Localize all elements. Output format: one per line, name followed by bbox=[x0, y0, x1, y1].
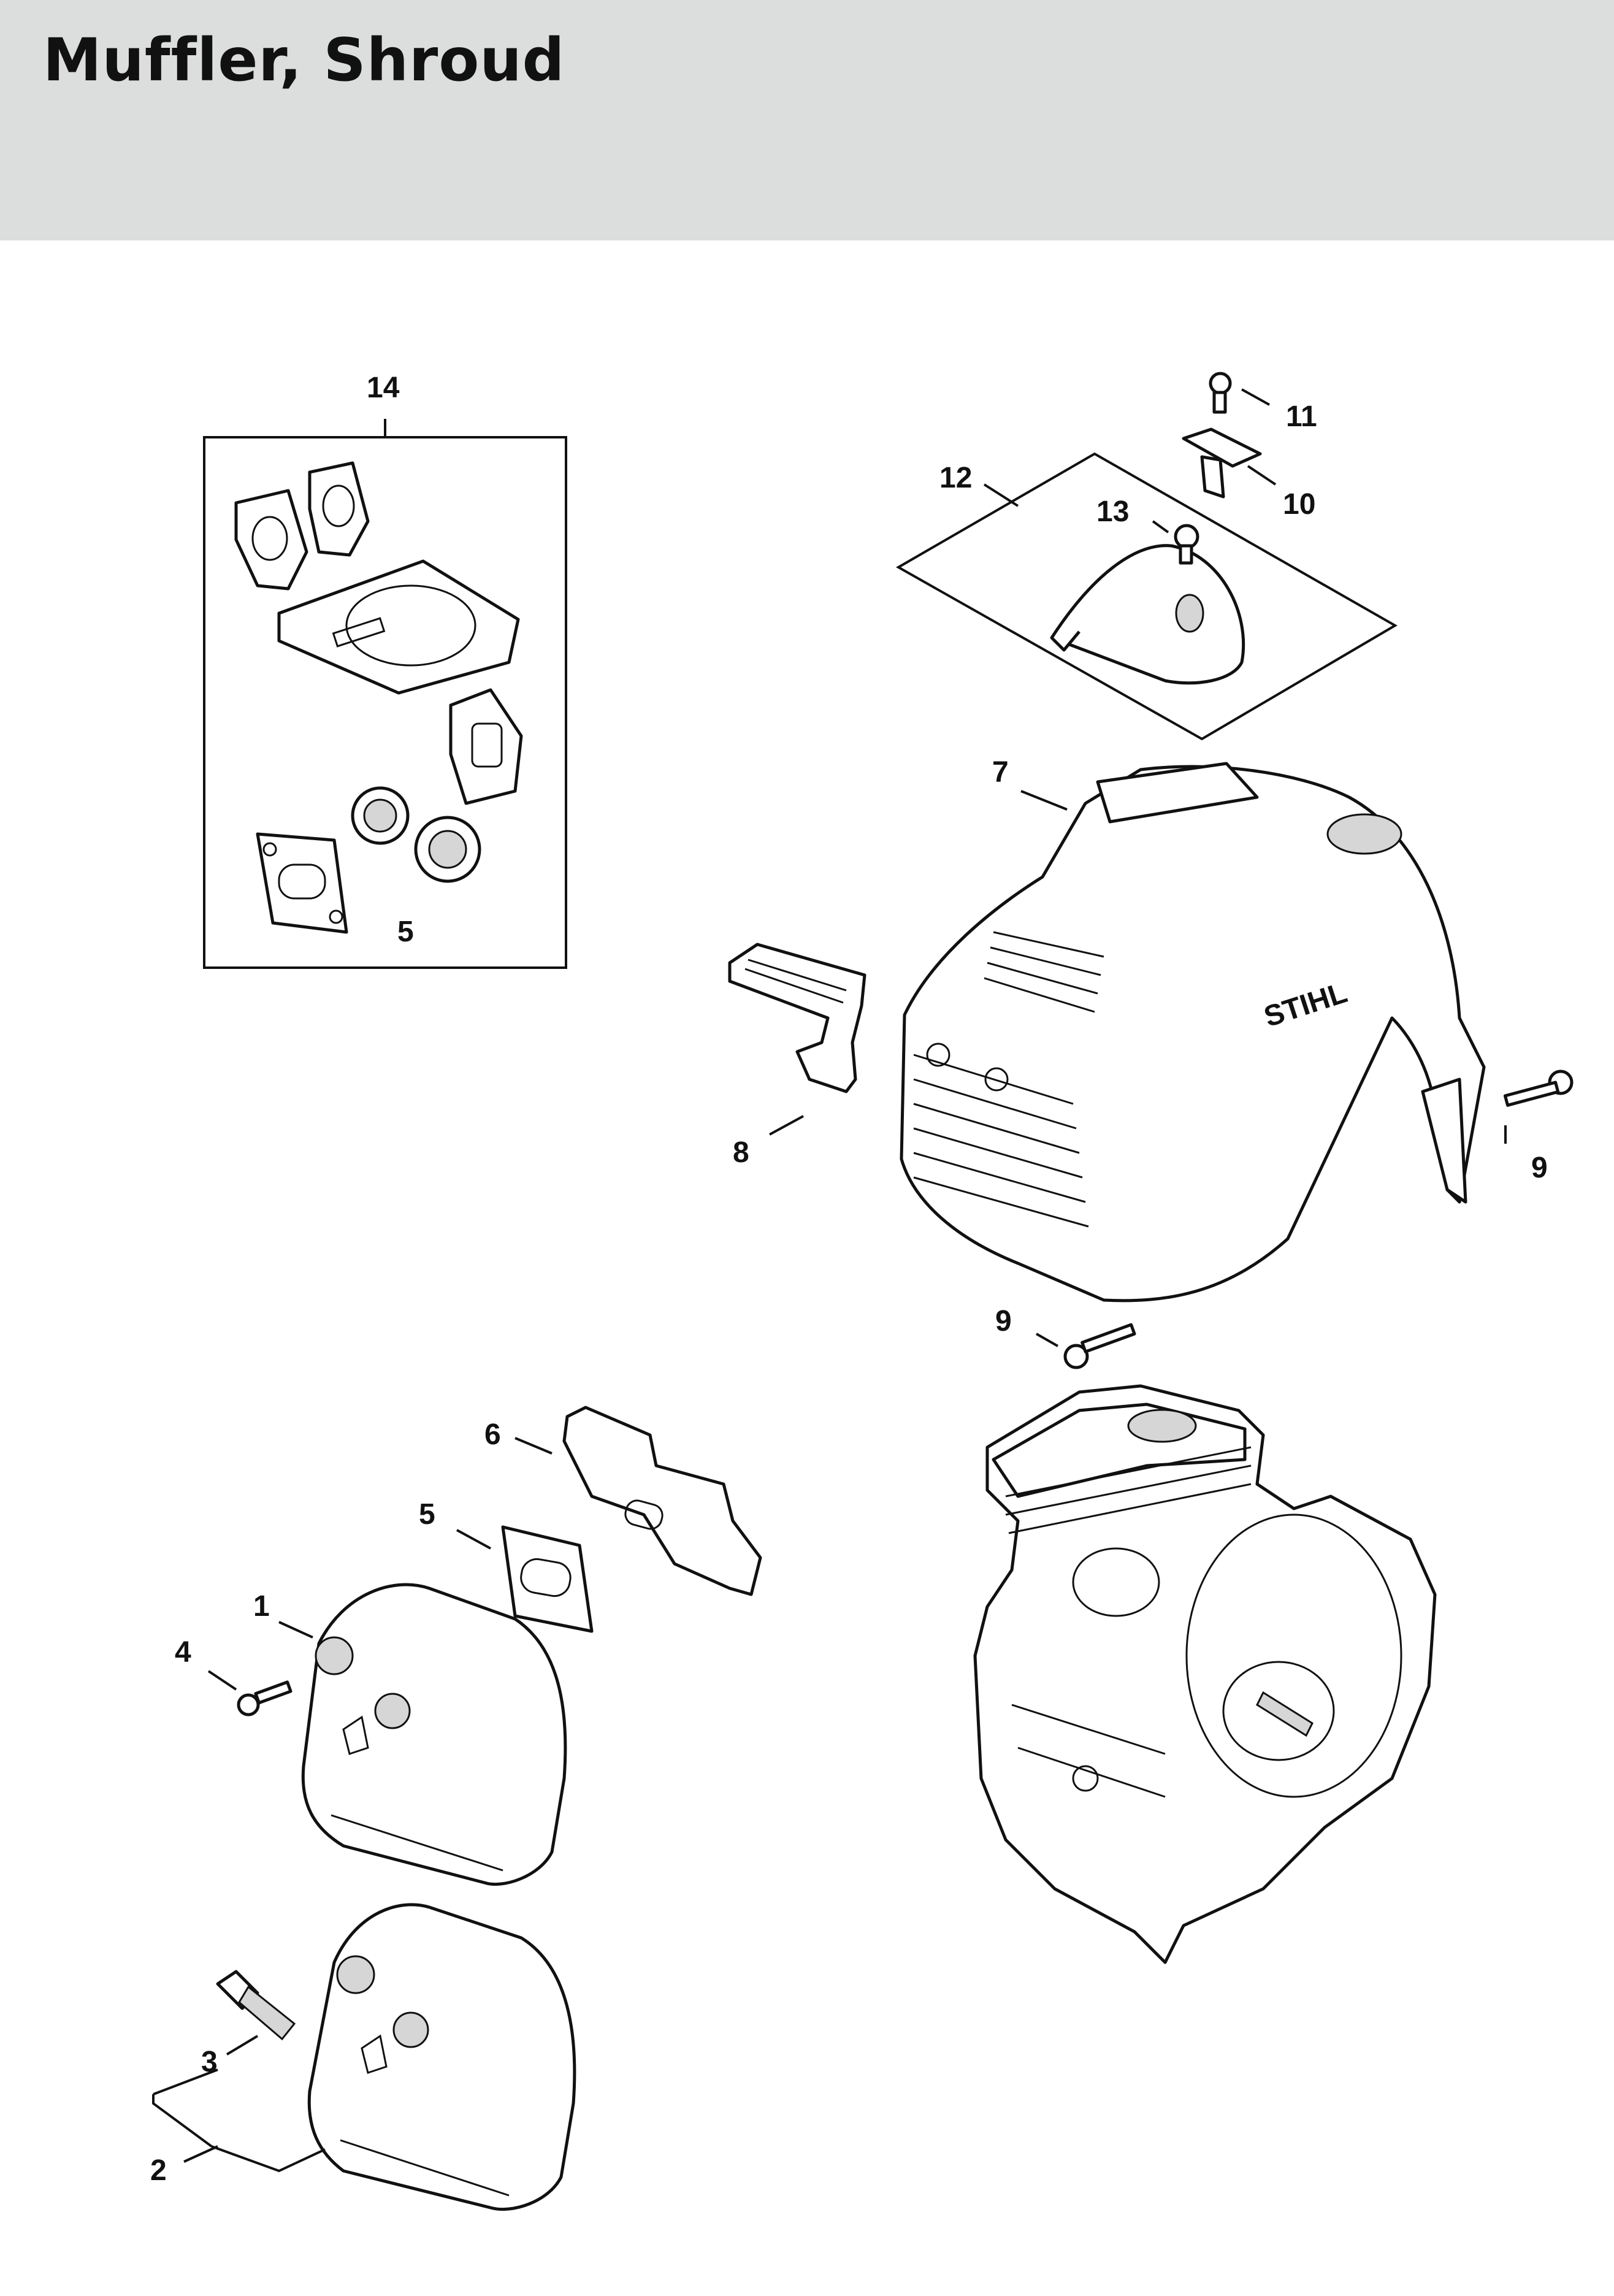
screw-4 bbox=[207, 1670, 293, 1716]
muffler-2-bracket bbox=[152, 2068, 326, 2173]
callout-5-kit: 5 bbox=[397, 916, 414, 948]
callout-11: 11 bbox=[1286, 400, 1317, 433]
callout-2: 2 bbox=[150, 2154, 167, 2187]
callout-7: 7 bbox=[992, 756, 1009, 789]
shroud-grille-top bbox=[984, 931, 1104, 1013]
air-guide bbox=[728, 943, 866, 1136]
gasket-kit-box bbox=[203, 419, 567, 969]
muffler-2 bbox=[307, 1903, 576, 2211]
callout-3: 3 bbox=[201, 2046, 218, 2078]
engine bbox=[973, 1384, 1437, 1964]
callout-4: 4 bbox=[175, 1636, 191, 1669]
cover-cap bbox=[1050, 544, 1245, 685]
callout-1: 1 bbox=[253, 1590, 270, 1623]
header-band: Muffler, Shroud bbox=[0, 0, 1614, 240]
heat-shield-6 bbox=[514, 1406, 762, 1596]
screw-9-right bbox=[1503, 1070, 1574, 1144]
screw-13 bbox=[1152, 520, 1199, 565]
page-title: Muffler, Shroud bbox=[43, 26, 565, 94]
callout-5: 5 bbox=[419, 1498, 435, 1531]
callout-14: 14 bbox=[367, 372, 400, 404]
gasket-kit-parts bbox=[234, 461, 523, 934]
screw-9-lower bbox=[1036, 1323, 1136, 1369]
shroud: STIHL bbox=[900, 762, 1486, 1303]
screw-11 bbox=[1209, 372, 1270, 414]
callout-9-lower: 9 bbox=[995, 1305, 1012, 1337]
muffler-1 bbox=[278, 1583, 567, 1886]
shroud-grille-front bbox=[913, 1043, 1089, 1228]
callout-9-right: 9 bbox=[1531, 1152, 1548, 1184]
callout-13: 13 bbox=[1096, 496, 1129, 528]
muffler-gasket-5 bbox=[456, 1525, 594, 1633]
spark-arrest-screen-3 bbox=[216, 1970, 296, 2056]
bracket-10 bbox=[1182, 427, 1277, 499]
callout-10: 10 bbox=[1283, 488, 1315, 521]
cover-kit-frame bbox=[895, 452, 1398, 741]
callout-6: 6 bbox=[484, 1418, 501, 1451]
callout-12: 12 bbox=[939, 462, 972, 494]
callout-8: 8 bbox=[733, 1136, 749, 1169]
